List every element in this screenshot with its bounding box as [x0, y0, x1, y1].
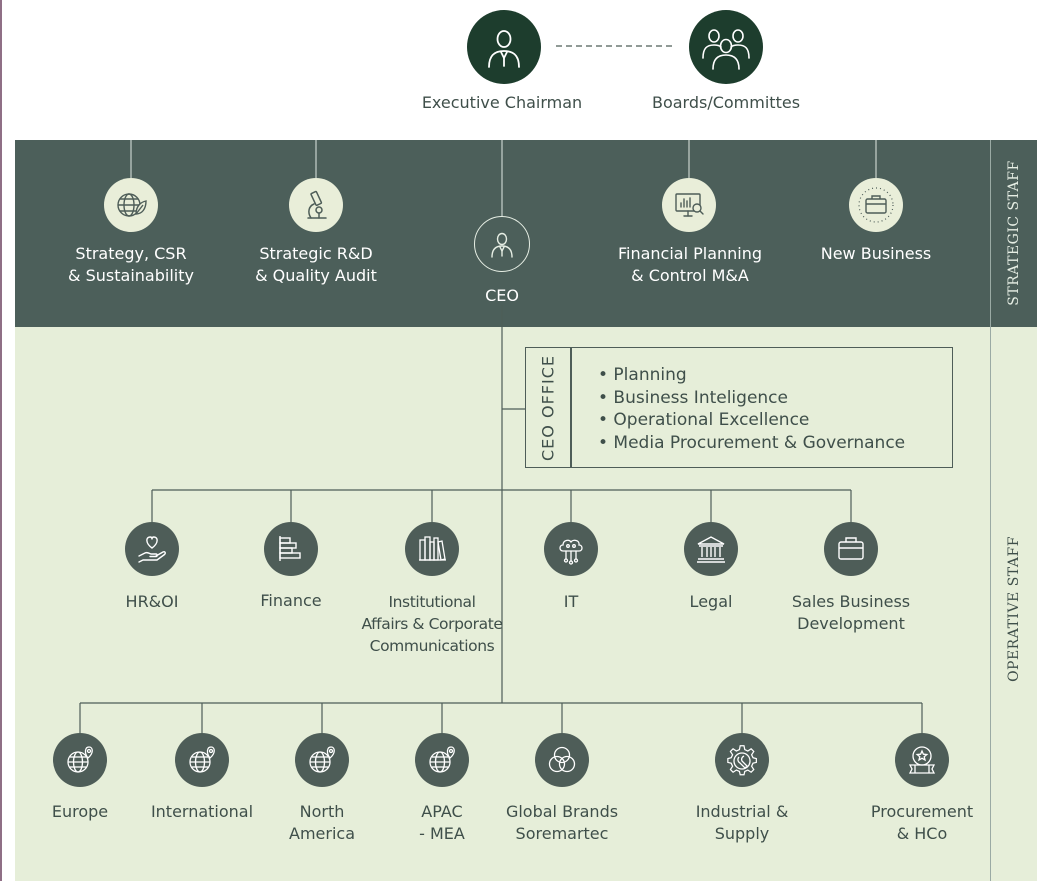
left-edge-line: [0, 0, 2, 881]
cloud-network-icon: [559, 539, 583, 565]
apac-mea-node: [415, 733, 469, 787]
apac-mea-label: APAC- MEA: [419, 802, 465, 843]
ceo-label: CEO: [485, 286, 519, 305]
boards-committees-label: Boards/Committes: [651, 93, 801, 112]
ceo-office-item: • Planning: [598, 365, 687, 385]
globe-leaf-icon: [117, 193, 147, 217]
hr-oi-node: [125, 522, 179, 576]
new-business-label: New Business: [820, 244, 932, 263]
globe-pin-icon: [309, 746, 335, 773]
heart-hand-icon: [138, 536, 166, 563]
strategic-rnd-node: [289, 178, 343, 232]
finance-node: [264, 522, 318, 576]
executive-chairman-node: [467, 10, 541, 84]
chart-monitor-icon: [675, 193, 704, 217]
globe-pin-icon: [189, 746, 215, 773]
ceo-office-item: • Media Procurement & Governance: [598, 432, 906, 453]
strategic-rnd-label: Strategic R&D& Quality Audit: [255, 244, 377, 285]
international-node: [175, 733, 229, 787]
new-business-node: [849, 178, 903, 232]
stacked-bars-icon: [279, 536, 301, 561]
hr-oi-label: HR&OI: [125, 592, 179, 611]
it-label: IT: [563, 592, 579, 611]
europe-node: [53, 733, 107, 787]
microscope-icon: [307, 190, 327, 219]
boards-committees-node: [689, 10, 763, 84]
award-star-icon: [908, 746, 936, 774]
ceo-office-list: • Planning • Business Inteligence • Oper…: [598, 364, 905, 454]
books-icon: [419, 536, 446, 561]
person-icon: [488, 30, 520, 68]
courthouse-icon: [697, 536, 725, 563]
executive-chairman-label: Executive Chairman: [421, 93, 583, 112]
north-america-node: [295, 733, 349, 787]
international-label: International: [150, 802, 254, 821]
ceo-office-item: • Operational Excellence: [598, 410, 810, 430]
finance-label: Finance: [260, 591, 322, 610]
strategy-csr-label: Strategy, CSR& Sustainability: [68, 244, 194, 285]
financial-planning-label: Financial Planning& Control M&A: [617, 244, 763, 285]
ceo-office-divider: [570, 348, 572, 467]
industrial-supply-node: [715, 733, 769, 787]
person-icon: [491, 232, 513, 258]
globe-pin-icon: [67, 746, 93, 773]
ceo-office-title: CEO OFFICE: [538, 355, 558, 461]
strategic-staff-side-panel: STRATEGIC STAFF: [990, 140, 1037, 327]
global-brands-node: [535, 733, 589, 787]
it-node: [544, 522, 598, 576]
ceo-office-box: CEO OFFICE • Planning • Business Intelig…: [525, 347, 953, 468]
procurement-hco-label: Procurement& HCo: [870, 802, 974, 843]
ceo-office-item: • Business Inteligence: [598, 387, 788, 408]
gear-wrench-icon: [727, 745, 757, 776]
group-icon: [702, 29, 750, 70]
procurement-hco-node: [895, 733, 949, 787]
briefcase-icon: [838, 537, 864, 560]
strategic-connectors: [130, 140, 877, 216]
operative-staff-side-panel: OPERATIVE STAFF: [990, 327, 1037, 881]
sales-business-node: [824, 522, 878, 576]
strategy-csr-node: [104, 178, 158, 232]
briefcase-icon: [858, 187, 894, 223]
venn-circles-icon: [548, 746, 576, 773]
industrial-supply-label: Industrial &Supply: [695, 802, 789, 843]
institutional-affairs-node: [405, 522, 459, 576]
operative-connectors: [79, 305, 923, 733]
ceo-node: [474, 216, 530, 272]
financial-planning-node: [662, 178, 716, 232]
legal-label: Legal: [689, 592, 733, 611]
globe-pin-icon: [429, 746, 455, 773]
legal-node: [684, 522, 738, 576]
europe-label: Europe: [51, 802, 109, 821]
